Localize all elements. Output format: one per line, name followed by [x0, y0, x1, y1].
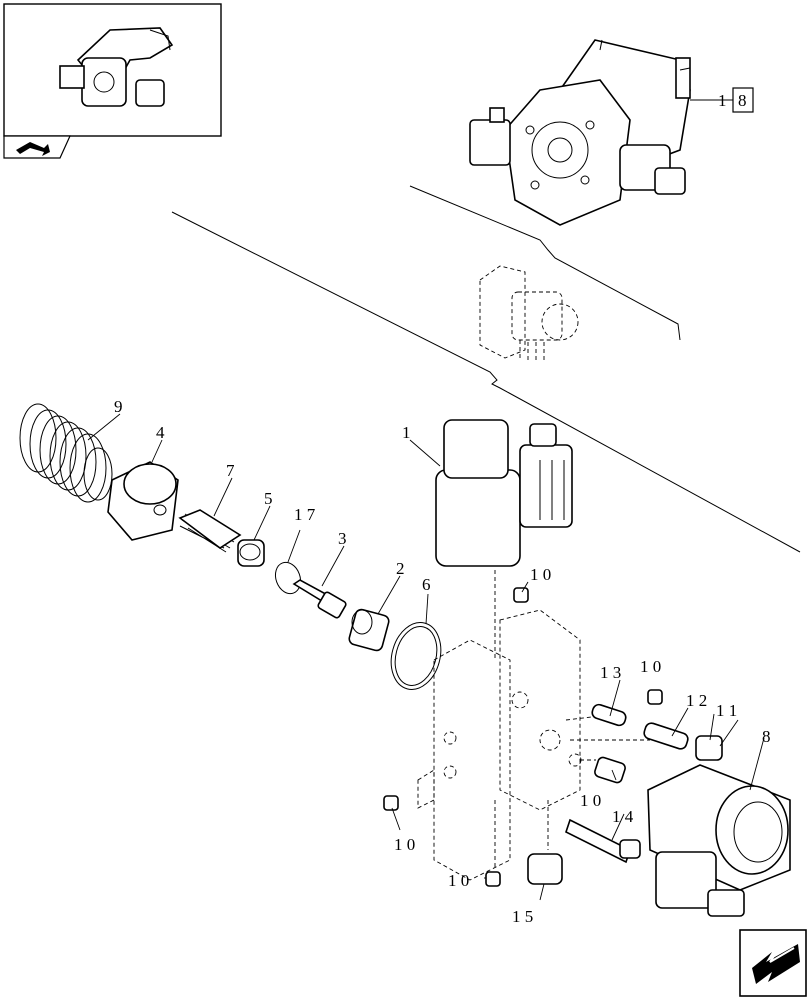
snap-ring: [274, 561, 302, 595]
solenoid-coil-upper: [435, 419, 573, 567]
callout-17: 1 7: [294, 505, 316, 524]
callout-5: 5: [264, 489, 273, 508]
callout-15: 1 4: [612, 807, 634, 826]
callout-16: 1 5: [512, 907, 533, 926]
valve-body-phantom: [417, 570, 650, 881]
spring-small: [178, 509, 242, 553]
next-page-button[interactable]: [739, 929, 807, 997]
cap: [107, 461, 179, 541]
valve-phantom: [479, 265, 579, 362]
callout-10-left: 1 0: [394, 835, 415, 854]
section-break-lines: [171, 185, 801, 553]
callout-9: 9: [114, 397, 123, 416]
overview-thumbnail[interactable]: [3, 3, 222, 159]
leader-lines: [87, 413, 765, 901]
arrow-down-left-icon: [752, 944, 800, 984]
spring-large: [19, 403, 113, 503]
solenoid-coil-lower: [647, 764, 791, 917]
reference-box[interactable]: 1 8: [690, 87, 754, 113]
book-arrow-icon: [16, 142, 50, 156]
callout-1: 1: [402, 423, 411, 442]
pump-assembly: [469, 39, 691, 226]
callout-12: 1 1: [716, 701, 737, 720]
spool: [292, 579, 347, 619]
piston: [237, 539, 265, 567]
callout-8: 8: [762, 727, 771, 746]
callout-7: 7: [226, 461, 235, 480]
reference-number: 8: [738, 91, 747, 110]
callout-13: 1 3: [600, 663, 621, 682]
callout-2: 2: [396, 559, 405, 578]
o-ring: [390, 622, 442, 690]
sleeve: [348, 608, 390, 652]
callout-10-bottom: 1 0: [448, 871, 469, 890]
pump-thumbnail-icon: [59, 27, 174, 107]
callout-4: 4: [156, 423, 165, 442]
callout-10-right: 1 0: [640, 657, 661, 676]
callout-3: 3: [338, 529, 347, 548]
callout-6: 6: [422, 575, 431, 594]
small-parts: [383, 587, 723, 887]
callout-10-upper: 1 0: [530, 565, 551, 584]
callouts: 9 4 7 5 1 7 3 2 6 1 1 0 1 3 1 0 1 2 1 1 …: [114, 397, 771, 926]
callout-11: 1 0: [580, 791, 601, 810]
callout-14: 1 2: [686, 691, 707, 710]
reference-prefix: 1: [718, 91, 727, 110]
